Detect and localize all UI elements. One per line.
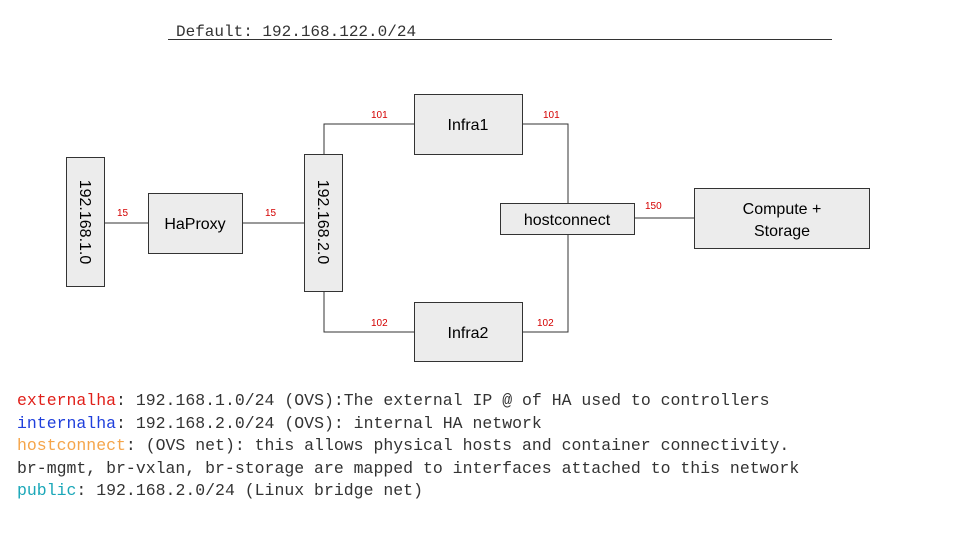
legend-internalha-text: : 192.168.2.0/24 (OVS): internal HA netw…: [116, 413, 542, 433]
default-network-title: Default: 192.168.122.0/24: [176, 23, 416, 41]
port-label-net1-haproxy: 15: [117, 208, 129, 219]
port-label-infra2-hostconnect: 102: [537, 318, 554, 329]
node-net2-box: [304, 154, 343, 292]
legend-row-public: public: 192.168.2.0/24 (Linux bridge net…: [17, 480, 947, 503]
port-label-net2-infra1: 101: [371, 110, 388, 121]
legend-externalha-text: : 192.168.1.0/24 (OVS):The external IP @…: [116, 391, 770, 410]
node-compute-label-line1: Compute +: [743, 201, 822, 218]
node-hostconnect: hostconnect: [500, 203, 635, 235]
port-label-infra1-hostconnect: 101: [543, 110, 560, 121]
node-net1-label: 192.168.1.0: [76, 180, 93, 265]
port-label-net2-infra2: 102: [371, 318, 388, 329]
node-compute-label-line2: Storage: [754, 223, 810, 240]
legend-public-text: : 192.168.2.0/24 (Linux bridge net): [76, 481, 423, 500]
legend-row-hostconnect: hostconnect: (OVS net): this allows phys…: [17, 435, 947, 458]
link-infra1-hostconnect: [522, 123, 569, 203]
node-compute-storage: Compute + Storage: [694, 188, 870, 249]
node-infra2-label: Infra2: [448, 325, 489, 342]
legend-externalha-name: externalha: [17, 391, 117, 410]
node-infra1-label: Infra1: [448, 117, 489, 134]
node-net1: 192.168.1.0: [66, 157, 105, 287]
legend-row-internalha: internalha: 192.168.2.0/24 (OVS): intern…: [17, 413, 947, 436]
legend-public-name: public: [17, 481, 77, 500]
network-legend: externalha: 192.168.1.0/24 (OVS):The ext…: [17, 390, 947, 503]
node-hostconnect-label: hostconnect: [524, 212, 611, 229]
legend-internalha-name: internalha: [17, 413, 117, 433]
node-haproxy-box: [148, 193, 243, 254]
port-label-hostconnect-compute: 150: [645, 201, 662, 212]
legend-row-hostconnect-detail: br-mgmt, br-vxlan, br-storage are mapped…: [17, 458, 800, 478]
node-compute-storage-box: [694, 188, 870, 249]
link-infra2-hostconnect: [522, 234, 569, 333]
link-net2-infra1: [323, 123, 414, 154]
node-infra2-box: [414, 302, 523, 362]
node-haproxy: HaProxy: [148, 193, 243, 254]
legend-hostconnect-name: hostconnect: [17, 436, 126, 455]
node-hostconnect-box: [500, 203, 635, 235]
link-net2-infra2: [323, 291, 414, 333]
node-net2: 192.168.2.0: [304, 154, 343, 292]
connections: [104, 123, 694, 333]
legend-row-externalha: externalha: 192.168.1.0/24 (OVS):The ext…: [17, 390, 947, 413]
node-haproxy-label: HaProxy: [164, 216, 225, 233]
node-net1-box: [66, 157, 105, 287]
port-labels: 15 15 101 101 102 102 150: [117, 110, 662, 329]
node-infra1: Infra1: [414, 94, 523, 155]
node-infra2: Infra2: [414, 302, 523, 362]
legend-hostconnect-text: : (OVS net): this allows physical hosts …: [125, 436, 790, 455]
node-net2-label: 192.168.2.0: [314, 180, 331, 265]
port-label-haproxy-net2: 15: [265, 208, 277, 219]
node-infra1-box: [414, 94, 523, 155]
